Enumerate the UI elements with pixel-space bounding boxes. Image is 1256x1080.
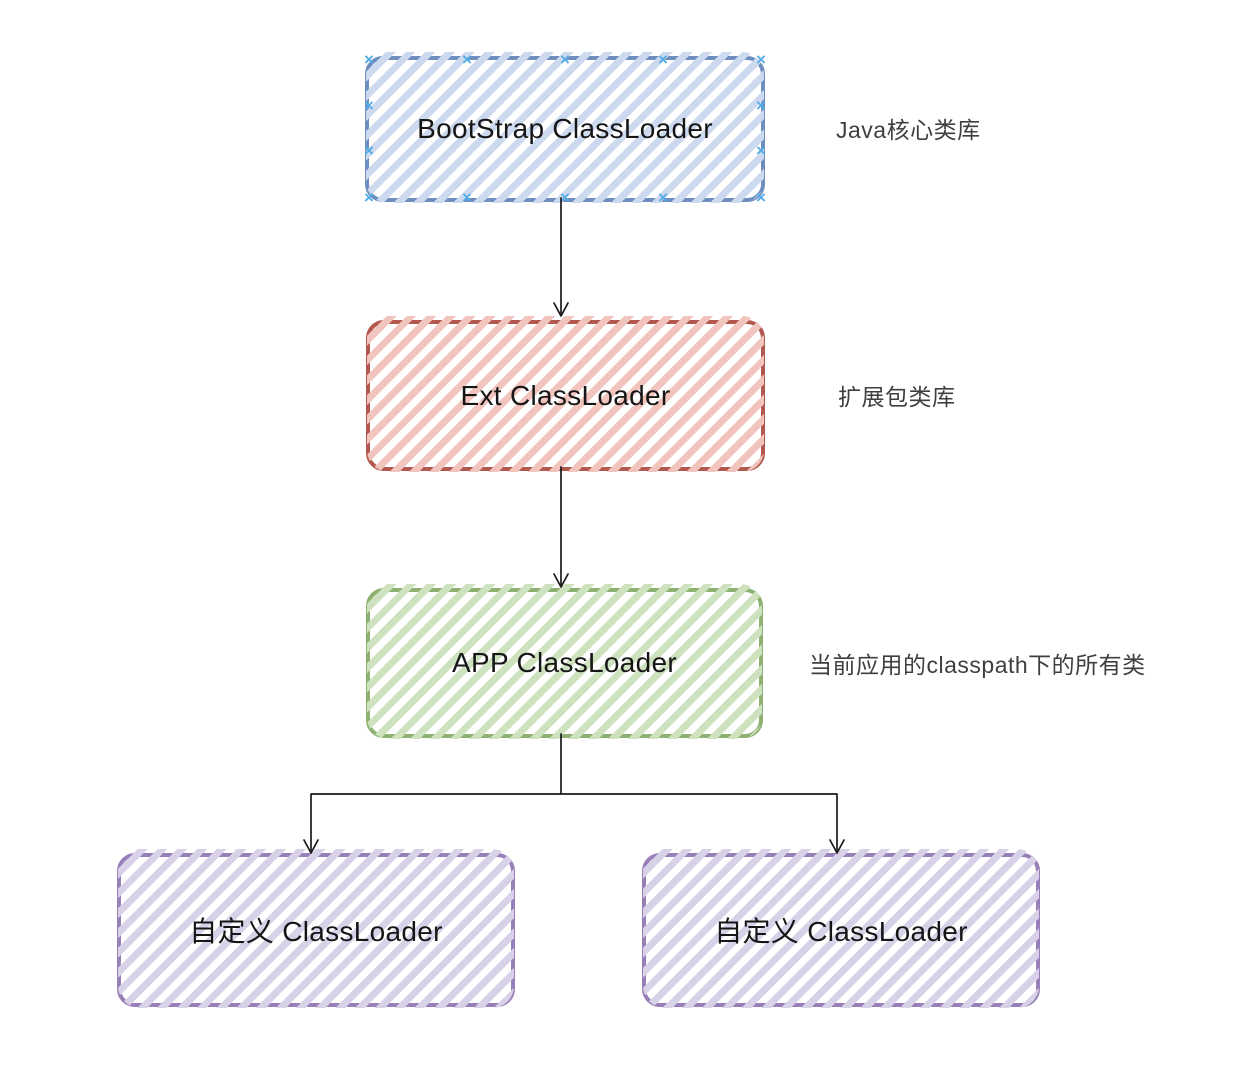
selection-handle-icon[interactable]: × (658, 49, 668, 69)
selection-handle-icon[interactable]: × (756, 95, 766, 115)
arrow-bootstrap-to-ext[interactable] (553, 197, 569, 317)
selection-handle-icon[interactable]: × (364, 95, 374, 115)
annotation-ext[interactable]: 扩展包类库 (838, 384, 956, 410)
node-custom-classloader-left[interactable]: 自定义 ClassLoader (117, 849, 515, 1008)
selection-handle-icon[interactable]: × (560, 49, 570, 69)
selection-handle-icon[interactable]: × (756, 140, 766, 160)
node-bootstrap-classloader[interactable]: BootStrap ClassLoader × × × × × × × × × … (364, 51, 766, 206)
selection-handle-icon[interactable]: × (756, 187, 766, 207)
node-label: BootStrap ClassLoader (417, 113, 713, 144)
node-custom-classloader-right[interactable]: 自定义 ClassLoader (642, 849, 1040, 1008)
node-label: Ext ClassLoader (460, 379, 671, 411)
node-app-classloader[interactable]: APP ClassLoader (366, 584, 763, 739)
annotation-bootstrap[interactable]: Java核心类库 (836, 117, 981, 143)
node-label: 自定义 ClassLoader (189, 916, 443, 947)
node-label: 自定义 ClassLoader (714, 916, 968, 947)
annotation-app[interactable]: 当前应用的classpath下的所有类 (809, 652, 1146, 678)
selection-handle-icon[interactable]: × (658, 187, 668, 207)
node-label: APP ClassLoader (452, 647, 677, 678)
selection-handle-icon[interactable]: × (364, 187, 374, 207)
arrow-ext-to-app[interactable] (553, 466, 569, 588)
selection-handle-icon[interactable]: × (756, 49, 766, 69)
selection-handle-icon[interactable]: × (462, 49, 472, 69)
node-ext-classloader[interactable]: Ext ClassLoader (366, 316, 765, 472)
selection-handle-icon[interactable]: × (364, 49, 374, 69)
selection-handle-icon[interactable]: × (462, 187, 472, 207)
connector-app-to-custom-loaders[interactable] (303, 733, 845, 854)
selection-handle-icon[interactable]: × (560, 187, 570, 207)
selection-handle-icon[interactable]: × (364, 140, 374, 160)
